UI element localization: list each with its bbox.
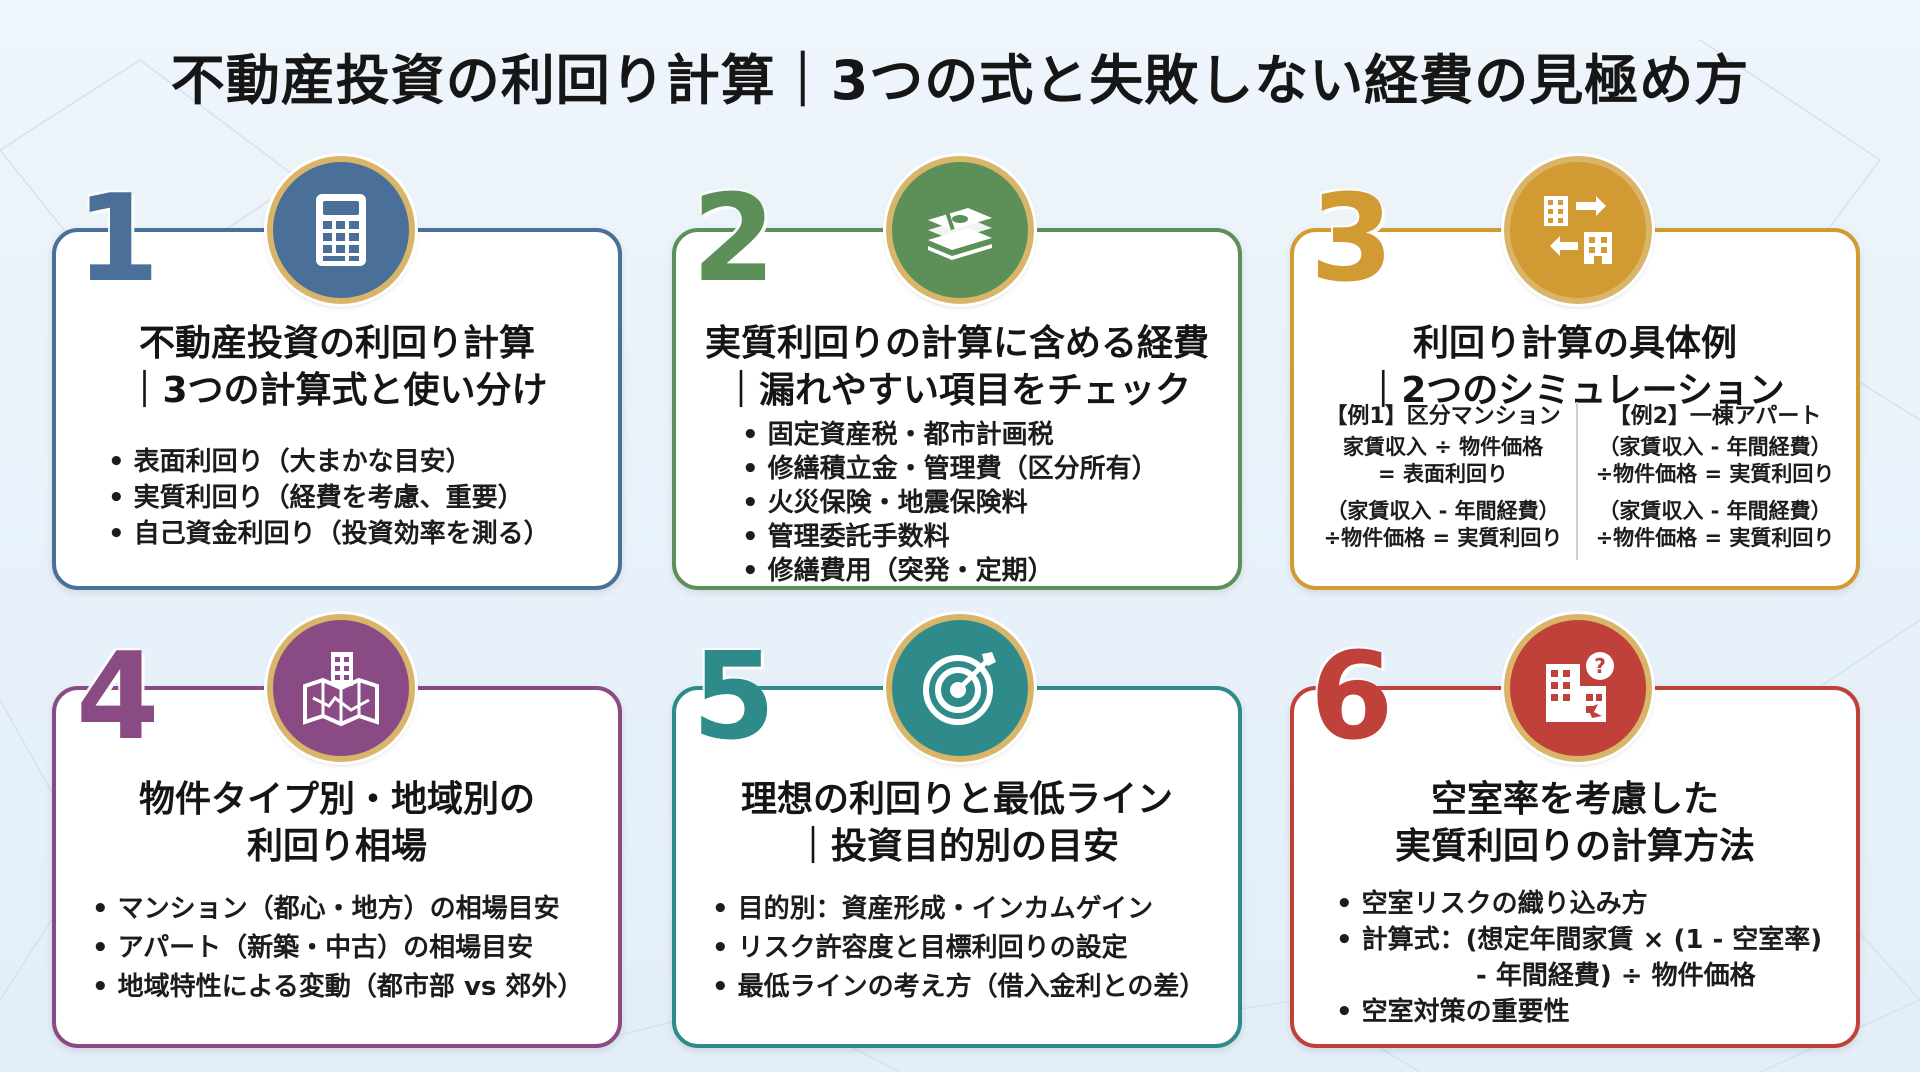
card-title-line: ｜2つのシミュレーション <box>1365 370 1785 411</box>
card-title-line: 空室率を考慮した <box>1430 779 1719 820</box>
card-1: 不動産投資の利回り計算 ｜3つの計算式と使い分け 表面利回り（大まかな目安） 実… <box>52 228 622 590</box>
example-heading: 【例1】区分マンション <box>1325 404 1561 429</box>
card-4-title: 物件タイプ別・地域別の 利回り相場 <box>56 776 618 870</box>
bullet-item: 管理委託手数料 <box>742 520 1158 554</box>
example-line: = 表面利回り <box>1378 462 1508 486</box>
example-line: （家賃収入 - 年間経費） <box>1326 499 1560 523</box>
card-3: 利回り計算の具体例 ｜2つのシミュレーション 【例1】区分マンション 家賃収入 … <box>1290 228 1860 590</box>
bullet-item: 実質利回り（経費を考慮、重要） <box>108 480 550 516</box>
calculator-icon <box>267 156 415 304</box>
card-title-line: ｜漏れやすい項目をチェック <box>722 370 1191 411</box>
card-title-line: 利回り相場 <box>246 826 427 867</box>
bullet-item: 空室リスクの織り込み方 <box>1336 886 1822 922</box>
example-line: ÷物件価格 = 実質利回り <box>1595 462 1835 486</box>
bullet-item: 表面利回り（大まかな目安） <box>108 444 550 480</box>
bullet-item: マンション（都心・地方）の相場目安 <box>92 890 583 929</box>
example-line: （家賃収入 - 年間経費） <box>1598 499 1832 523</box>
card-3-title: 利回り計算の具体例 ｜2つのシミュレーション <box>1294 320 1856 414</box>
example-divider <box>1576 402 1578 560</box>
bullet-item: 計算式：(想定年間家賃 × (1 - 空室率) <box>1336 922 1823 958</box>
bullet-item: 修繕費用（突発・定期） <box>742 554 1158 588</box>
example-heading: 【例2】一棟アパート <box>1608 404 1822 429</box>
card-1-title: 不動産投資の利回り計算 ｜3つの計算式と使い分け <box>56 320 618 414</box>
bullet-item: リスク許容度と目標利回りの設定 <box>712 929 1205 968</box>
bullet-item: 最低ラインの考え方（借入金利との差） <box>712 968 1206 1007</box>
card-title-line: ｜投資目的別の目安 <box>794 826 1119 867</box>
bullet-item: アパート（新築・中古）の相場目安 <box>92 929 583 968</box>
card-title-line: 実質利回りの計算方法 <box>1394 826 1755 867</box>
vacant-building-icon: ? <box>1504 614 1652 762</box>
example-line: 家賃収入 ÷ 物件価格 <box>1342 435 1544 459</box>
example-line: ÷物件価格 = 実質利回り <box>1595 526 1835 550</box>
card-5-number: 5 <box>692 628 776 767</box>
bullet-item: 固定資産税・都市計画税 <box>742 418 1158 452</box>
card-4-bullets: マンション（都心・地方）の相場目安 アパート（新築・中古）の相場目安 地域特性に… <box>92 890 584 1007</box>
card-title-line: ｜3つの計算式と使い分け <box>126 370 548 411</box>
money-stack-icon <box>886 156 1034 304</box>
card-5: 理想の利回りと最低ライン ｜投資目的別の目安 目的別：資産形成・インカムゲイン … <box>672 686 1242 1048</box>
card-title-line: 物件タイプ別・地域別の <box>138 779 535 820</box>
card-2-title: 実質利回りの計算に含める経費 ｜漏れやすい項目をチェック <box>676 320 1238 414</box>
bullet-item: 地域特性による変動（都市部 vs 郊外） <box>92 968 584 1007</box>
card-6-title: 空室率を考慮した 実質利回りの計算方法 <box>1294 776 1856 870</box>
card-title-line: 実質利回りの計算に含める経費 <box>704 323 1209 364</box>
card-4-number: 4 <box>76 628 160 767</box>
bullet-item: 修繕積立金・管理費（区分所有） <box>742 452 1158 486</box>
bullet-item: 空室対策の重要性 <box>1336 994 1822 1030</box>
card-5-bullets: 目的別：資産形成・インカムゲイン リスク許容度と目標利回りの設定 最低ラインの考… <box>712 890 1206 1007</box>
card-3-number: 3 <box>1310 170 1394 309</box>
svg-text:?: ? <box>1594 654 1606 678</box>
card-title-line: 利回り計算の具体例 <box>1412 323 1737 364</box>
city-map-icon <box>267 614 415 762</box>
building-exchange-icon <box>1504 156 1652 304</box>
bullet-item: 自己資金利回り（投資効率を測る） <box>108 516 550 552</box>
card-6-number: 6 <box>1310 628 1394 767</box>
bullet-item: 目的別：資産形成・インカムゲイン <box>712 890 1205 929</box>
card-title-line: 理想の利回りと最低ライン <box>740 779 1173 820</box>
example-line: （家賃収入 - 年間経費） <box>1598 435 1832 459</box>
card-1-number: 1 <box>76 170 160 309</box>
card-6-bullets: 空室リスクの織り込み方 計算式：(想定年間家賃 × (1 - 空室率) - 年間… <box>1336 886 1823 1030</box>
card-2-number: 2 <box>692 170 776 309</box>
bullet-item: 火災保険・地震保険料 <box>742 486 1158 520</box>
card-2-bullets: 固定資産税・都市計画税 修繕積立金・管理費（区分所有） 火災保険・地震保険料 管… <box>742 418 1158 588</box>
target-icon <box>886 614 1034 762</box>
bullet-item-continuation: - 年間経費) ÷ 物件価格 <box>1476 961 1756 991</box>
example-1: 【例1】区分マンション 家賃収入 ÷ 物件価格 = 表面利回り （家賃収入 - … <box>1318 400 1568 552</box>
example-2: 【例2】一棟アパート （家賃収入 - 年間経費） ÷物件価格 = 実質利回り （… <box>1590 400 1840 552</box>
page-title: 不動産投資の利回り計算｜3つの式と失敗しない経費の見極め方 <box>170 49 1750 112</box>
card-5-title: 理想の利回りと最低ライン ｜投資目的別の目安 <box>676 776 1238 870</box>
card-1-bullets: 表面利回り（大まかな目安） 実質利回り（経費を考慮、重要） 自己資金利回り（投資… <box>108 444 550 552</box>
card-title-line: 不動産投資の利回り計算 <box>138 323 535 364</box>
example-line: ÷物件価格 = 実質利回り <box>1323 526 1563 550</box>
